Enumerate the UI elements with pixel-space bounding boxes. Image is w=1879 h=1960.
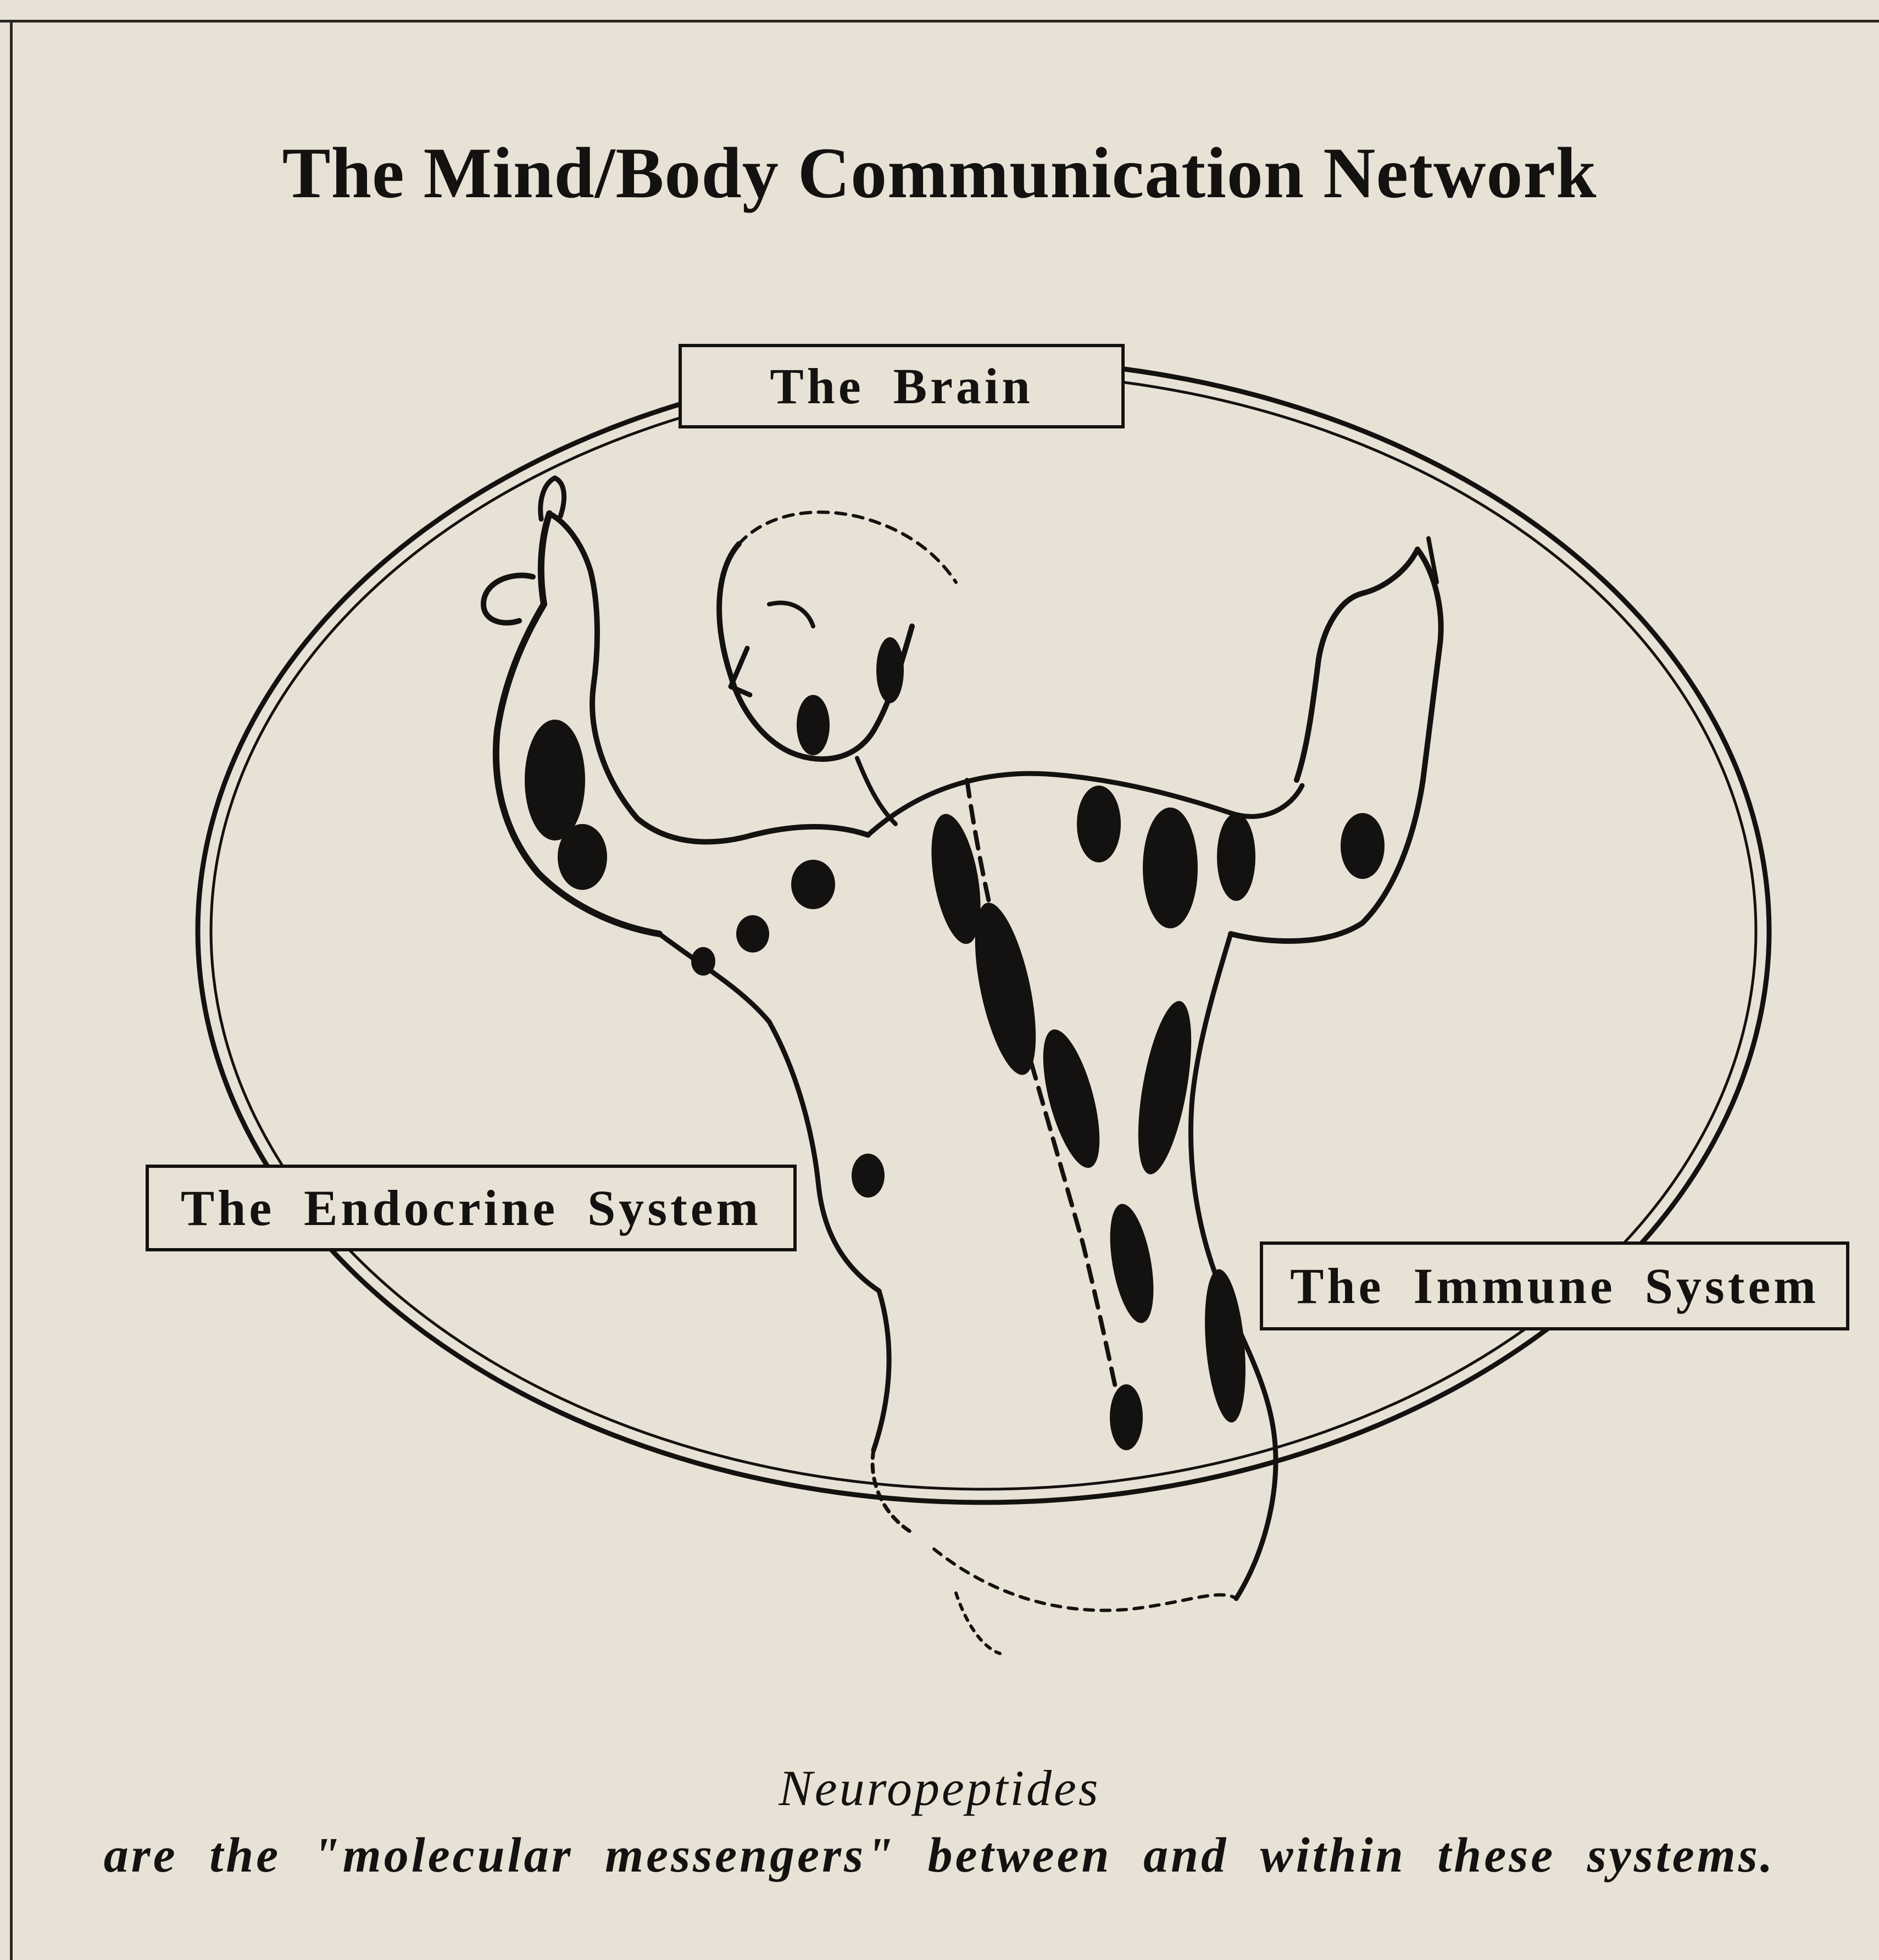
human-figure-illustration xyxy=(483,478,1441,1653)
caption-neuropeptides: Neuropeptides xyxy=(0,1755,1879,1821)
figure-shading xyxy=(525,637,1385,1450)
caption-molecular-messengers: are the "molecular messengers" between a… xyxy=(0,1823,1879,1889)
label-immune-system: The Immune System xyxy=(1260,1241,1849,1330)
label-the-brain: The Brain xyxy=(679,344,1125,428)
label-endocrine-system: The Endocrine System xyxy=(146,1165,797,1251)
